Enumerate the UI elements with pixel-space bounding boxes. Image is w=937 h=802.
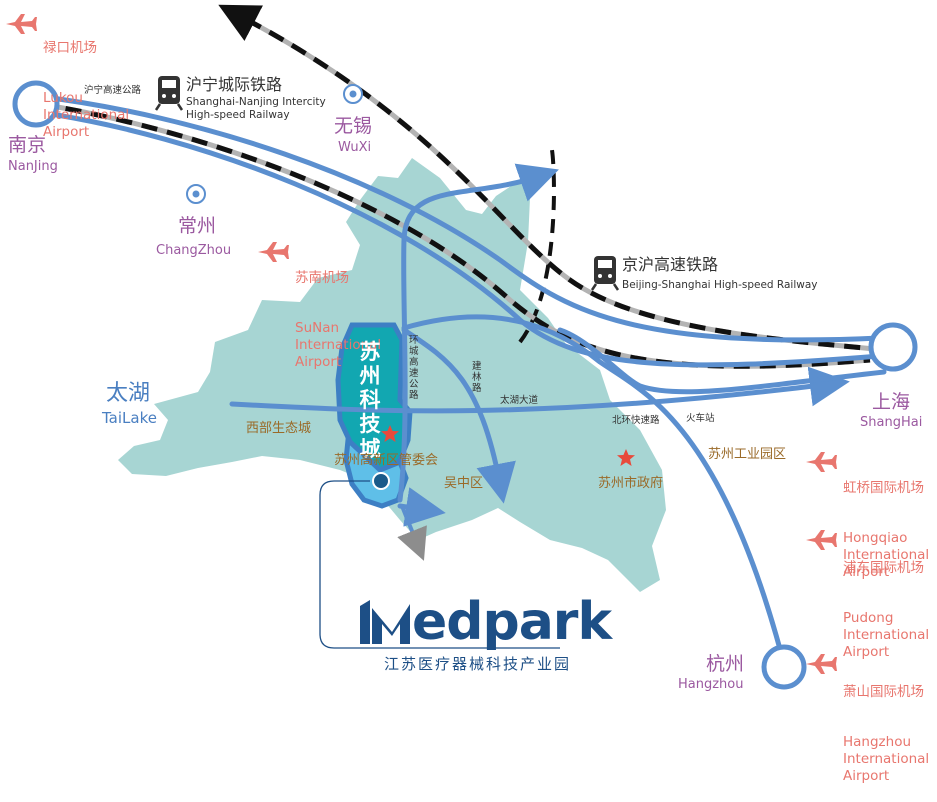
road-huning-expressway: 沪宁高速公路 [84,85,142,96]
airport-lukou-en: Lukou International Airport [43,90,130,141]
airport-sunan-en: SuNan International Airport [295,320,382,371]
place-wuzhong: 吴中区 [444,476,484,491]
railway-jinghu-cn: 京沪高速铁路 [622,255,719,274]
airport-hongqiao-en: Hongqiao International Airport [843,530,930,581]
place-snd-committee: 苏州高新区管委会 [334,453,439,468]
medpark-location-icon [372,472,390,490]
airport-pudong-cn: 浦东国际机场 [843,559,924,576]
shanghai-circle [868,322,918,372]
airport-sunan-cn: 苏南机场 [295,269,349,286]
lake-cn: 太湖 [106,381,151,406]
tech-city-label: 苏州科技城 [359,340,381,461]
high-tech-zone-area [343,434,409,509]
road-jianlin: 建林路 [472,361,482,394]
city-wuxi-en: WuXi [338,140,372,155]
railway-huning-en: Shanghai-Nanjing Intercity High-speed Ra… [186,96,326,122]
airport-xiaoshan-en: Hangzhou International Airport [843,734,930,785]
road-north-ring: 北环快速路 [612,415,660,426]
place-suzhou-gov: 苏州市政府 [598,476,664,491]
suzhou-location-map: 南京 NanJing 无锡 WuXi 常州 ChangZhou 上海 Shang… [6,4,929,784]
label-train-station: 火车站 [686,413,715,424]
train-icon [154,76,184,111]
road-taihu-avenue: 太湖大道 [500,395,539,406]
place-xibu-eco: 西部生态城 [246,421,312,436]
city-hangzhou-en: Hangzhou [678,677,744,692]
place-sip: 苏州工业园区 [708,447,787,462]
airport-sunan: 苏南机场 SuNan International Airport [295,236,381,388]
city-dot-icon [186,184,206,204]
airport-pudong: 浦东国际机场 Pudong International Airport [843,526,929,678]
airport-xiaoshan-cn: 萧山国际机场 [843,683,924,700]
map-graphic [6,4,918,690]
airport-xiaoshan: 萧山国际机场 Hangzhou International Airport [843,650,929,802]
airport-pudong-en: Pudong International Airport [843,610,930,661]
airplane-icon [806,530,837,550]
medpark-leader-line [319,480,560,649]
nanjing-circle [12,80,60,128]
city-changzhou-cn: 常州 [178,215,217,237]
lake-en: TaiLake [102,409,157,427]
city-dot-icon [343,84,363,104]
arrow-south [397,505,427,561]
hangzhou-circle [761,644,807,690]
medpark-logo-text: edpark [412,592,612,652]
airport-lukou-cn: 禄口机场 [43,39,97,56]
airplane-icon [6,14,37,34]
expressways [33,93,887,667]
star-icon [617,449,635,466]
train-icon [590,256,620,291]
road-ring-expressway: 环城高速公路 [409,335,419,401]
city-nanjing-cn: 南京 [8,134,47,156]
airport-lukou: 禄口机场 Lukou International Airport [43,6,129,158]
airplane-icon [258,242,289,262]
airport-hongqiao: 虹桥国际机场 Hongqiao International Airport [843,446,929,598]
city-nanjing-en: NanJing [8,159,58,174]
airport-hongqiao-cn: 虹桥国际机场 [843,479,924,496]
city-changzhou-en: ChangZhou [156,243,232,258]
railway-jinghu-en: Beijing-Shanghai High-speed Railway [622,279,818,291]
medpark-subtitle: 江苏医疗器械科技产业园 [384,655,572,673]
city-wuxi-cn: 无锡 [334,115,373,137]
airplane-icon [806,452,837,472]
star-icon [381,425,399,442]
city-shanghai-en: ShangHai [860,415,923,430]
city-hangzhou-cn: 杭州 [706,653,745,675]
airplane-icon [806,654,837,674]
medpark-logo-mark [360,600,410,644]
city-shanghai-cn: 上海 [872,391,911,413]
railway-huning-cn: 沪宁城际铁路 [186,75,283,94]
